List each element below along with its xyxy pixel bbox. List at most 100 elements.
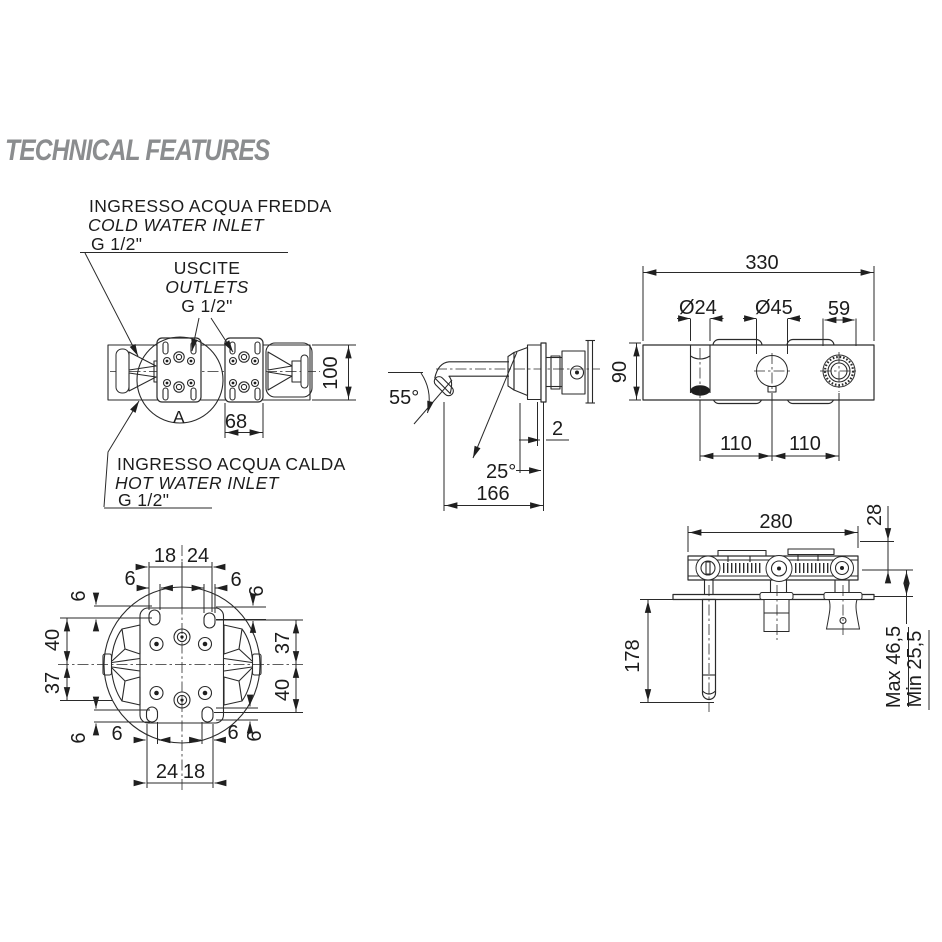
outlets-label: USCITE OUTLETS G 1/2"	[165, 258, 249, 353]
page-title: TECHNICAL FEATURES	[5, 134, 270, 167]
hot-inlet-line1: INGRESSO ACQUA CALDA	[117, 454, 346, 474]
dim-min-text: Min 25,5	[904, 631, 926, 708]
cold-inlet-line1: INGRESSO ACQUA FREDDA	[89, 196, 332, 216]
dim-37-right-text: 37	[272, 632, 294, 654]
dim-6-rot-br-text: 6	[244, 730, 266, 741]
in-wall-body-bar	[687, 555, 859, 582]
detail-a-circle	[136, 336, 224, 424]
dim-100	[312, 344, 356, 401]
dim-d24	[677, 315, 724, 341]
dim-d45	[743, 315, 801, 354]
hot-inlet-line2: HOT WATER INLET	[115, 473, 280, 493]
cold-inlet-line3: G 1/2"	[91, 234, 142, 254]
dim-40-left-text: 40	[42, 629, 64, 651]
dim-bottom-24-18	[133, 724, 227, 788]
dim-max-min	[874, 570, 930, 710]
hot-inlet-label: INGRESSO ACQUA CALDA HOT WATER INLET G 1…	[103, 400, 346, 510]
spout-tube-side	[701, 585, 717, 712]
body-front-view: 330 Ø24 Ø45 59	[609, 252, 875, 461]
dim-280-text: 280	[759, 511, 792, 533]
dim-110-left-text: 110	[720, 433, 752, 455]
dim-slot-6-top-left	[136, 584, 173, 610]
dim-330	[642, 266, 875, 341]
dim-25deg	[472, 351, 541, 474]
dim-90-text: 90	[609, 361, 631, 383]
mounting-rails	[717, 548, 835, 562]
dim-59	[822, 316, 857, 346]
volume-handle-side	[823, 585, 863, 638]
in-wall-body	[546, 339, 595, 404]
dim-6-rot-bl-text: 6	[68, 732, 90, 743]
dim-24-bottom-text: 24	[156, 761, 178, 783]
body-side-view: 280 28 178	[622, 504, 930, 712]
spout-nozzle-tip	[433, 376, 454, 397]
dim-178-text: 178	[622, 639, 644, 672]
dim-2	[519, 402, 569, 511]
hot-inlet-line3: G 1/2"	[118, 490, 169, 510]
dim-100-text: 100	[320, 356, 342, 389]
volume-handle	[820, 352, 858, 392]
dim-max-text: Max 46,5	[883, 626, 905, 708]
dim-6-tr-text: 6	[230, 569, 241, 591]
dim-left-40-37	[60, 617, 112, 701]
right-outlet-plate	[224, 337, 264, 403]
right-valve-fan	[223, 624, 262, 706]
dim-110-right-text: 110	[789, 433, 821, 455]
dim-37-left-text: 37	[42, 672, 64, 694]
dim-slot-6-left-bottom	[92, 696, 150, 736]
detail-a-view: 18 24 24 18 6 6	[42, 545, 306, 790]
dim-18-bottom-text: 18	[183, 761, 205, 783]
diverter-knob	[754, 353, 790, 393]
dim-68-text: 68	[225, 411, 247, 433]
handles-front-view: A 68 100 INGRESSO ACQUA FREDDA COLD WATE…	[80, 196, 356, 510]
diverter-knob-side	[759, 585, 794, 640]
dim-28-text: 28	[864, 504, 886, 526]
outlets-line3: G 1/2"	[181, 296, 232, 316]
dim-6-bl-text: 6	[111, 723, 122, 745]
left-valve-fan	[102, 624, 141, 706]
cold-inlet-label: INGRESSO ACQUA FREDDA COLD WATER INLET G…	[80, 196, 332, 357]
dim-6-rot-tr-text: 6	[246, 585, 268, 596]
dim-166-text: 166	[476, 483, 509, 505]
spout-outlet	[689, 345, 711, 400]
spout-rosette	[507, 344, 542, 401]
spout-side-view: 55° 25° 2 166	[388, 339, 600, 511]
dim-40-right-text: 40	[272, 679, 294, 701]
dim-59-text: 59	[828, 298, 850, 320]
spout-tube	[434, 361, 509, 395]
dim-slot-6-bottom-right	[189, 722, 226, 744]
mounting-plate	[139, 607, 225, 724]
wall-plate-edge	[540, 342, 547, 403]
dim-2-text: 2	[552, 418, 563, 440]
dim-330-text: 330	[745, 252, 778, 274]
dim-top-18-24	[135, 562, 226, 612]
dim-178	[640, 599, 714, 703]
hot-handle	[265, 342, 313, 398]
outlets-line2: OUTLETS	[165, 277, 249, 297]
dim-6-rot-tl-text: 6	[68, 590, 90, 601]
dim-6-tl-text: 6	[124, 568, 135, 590]
dim-d45-text: Ø45	[755, 297, 793, 319]
dim-90	[629, 342, 641, 401]
dim-28	[860, 506, 913, 584]
dim-slot-6-right-bottom	[216, 694, 258, 734]
dim-55deg	[388, 372, 453, 425]
dim-55deg-text: 55°	[389, 387, 419, 409]
outlets-line1: USCITE	[174, 258, 241, 278]
dim-slot-6-bottom-left	[133, 722, 171, 744]
dim-right-37-40	[214, 619, 303, 713]
dim-110-110	[699, 393, 840, 461]
dim-d24-text: Ø24	[679, 297, 717, 319]
dim-18-top-text: 18	[154, 545, 176, 567]
cold-inlet-line2: COLD WATER INLET	[88, 215, 265, 235]
dim-166	[443, 402, 544, 511]
left-outlet-plate	[156, 337, 202, 403]
dim-68	[224, 403, 264, 438]
dim-24-top-text: 24	[187, 545, 209, 567]
dim-6-br-text: 6	[227, 722, 238, 744]
dim-25deg-text: 25°	[486, 461, 516, 483]
detail-a-label: A	[173, 407, 185, 427]
dim-280	[687, 526, 859, 552]
